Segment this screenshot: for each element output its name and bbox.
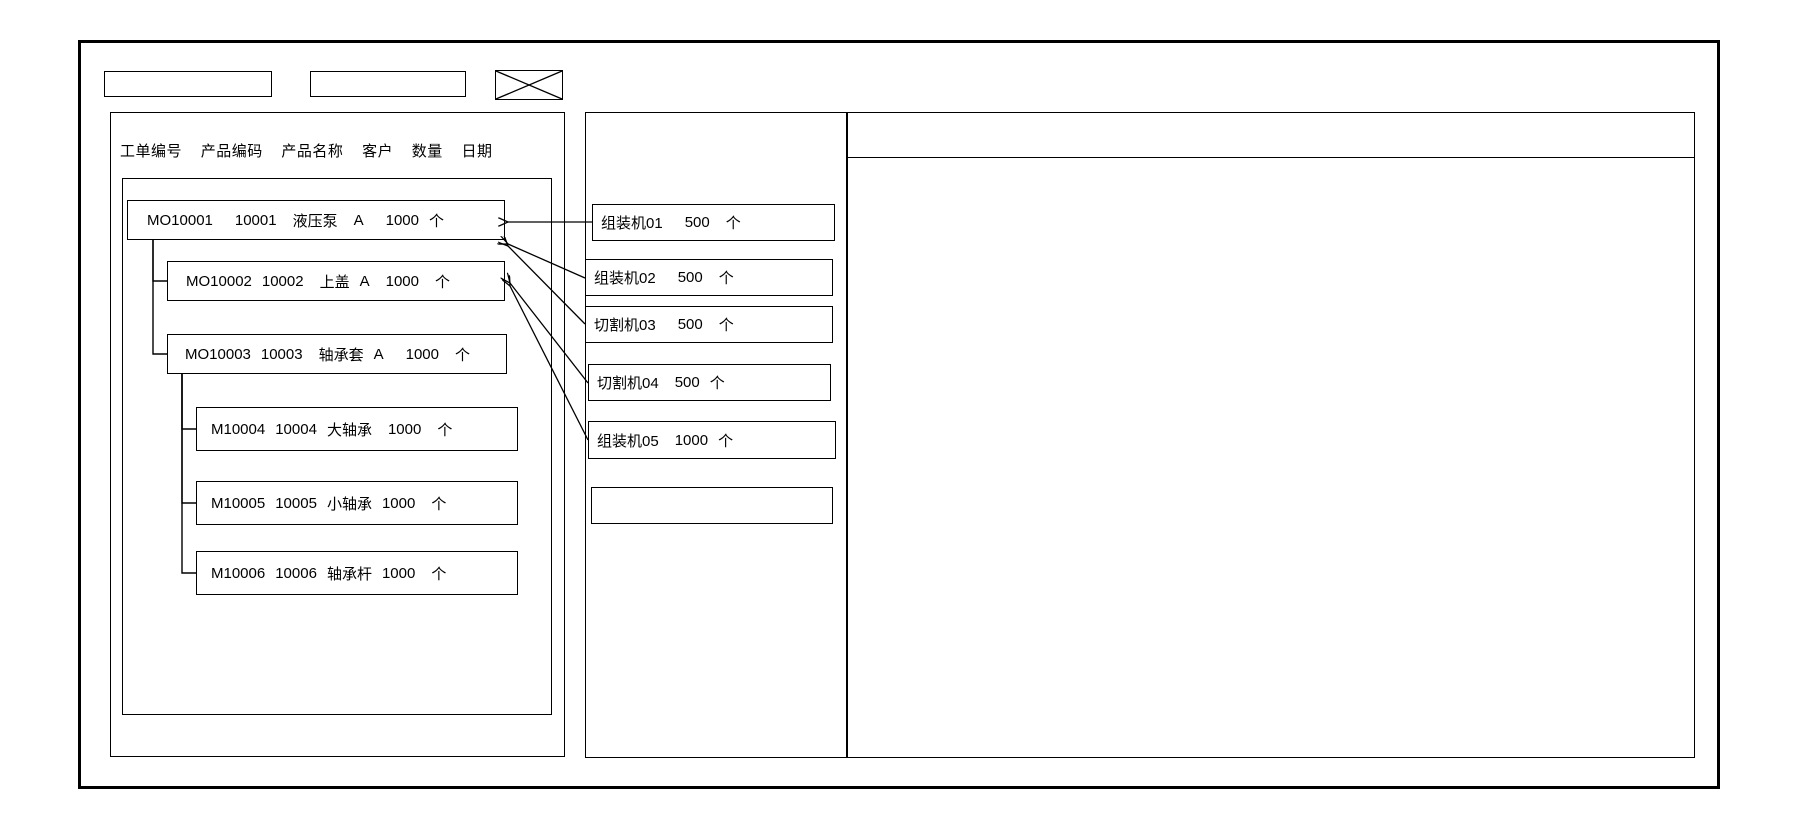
detail-panel-header-divider xyxy=(848,157,1694,158)
node-unit: 个 xyxy=(431,495,447,513)
machine-unit: 个 xyxy=(725,215,741,232)
node-customer: A xyxy=(373,345,384,363)
node-product-name: 小轴承 xyxy=(326,495,372,513)
machine-quantity: 500 xyxy=(677,269,703,286)
machine-card-empty[interactable] xyxy=(591,487,833,524)
tree-node-row[interactable]: M10006 10006 轴承杆 1000 个 xyxy=(196,551,518,595)
machine-quantity: 500 xyxy=(684,214,710,231)
node-product-name: 大轴承 xyxy=(326,421,372,439)
machine-name: 切割机04 xyxy=(597,375,659,392)
node-product-name: 轴承套 xyxy=(318,346,364,364)
column-header-product-code: 产品编码 xyxy=(200,143,263,160)
node-quantity: 1000 xyxy=(405,345,439,363)
machine-quantity: 500 xyxy=(674,374,700,391)
machine-name: 组装机01 xyxy=(601,215,663,232)
column-header-date: 日期 xyxy=(461,143,493,160)
node-order-no: M10006 xyxy=(211,564,266,582)
node-product-code: 10006 xyxy=(275,564,317,582)
machine-card[interactable]: 切割机03 500 个 xyxy=(585,306,833,343)
node-quantity: 1000 xyxy=(381,564,416,582)
node-product-code: 10003 xyxy=(260,345,303,363)
tree-node-row[interactable]: MO10002 10002 上盖 A 1000 个 xyxy=(167,261,505,301)
node-quantity: 1000 xyxy=(387,420,422,438)
node-unit: 个 xyxy=(435,273,451,291)
machine-unit: 个 xyxy=(709,375,725,392)
node-product-name: 轴承杆 xyxy=(326,565,372,583)
node-product-code: 10005 xyxy=(275,494,317,512)
node-unit: 个 xyxy=(429,212,445,230)
machine-card[interactable]: 组装机05 1000 个 xyxy=(588,421,836,459)
node-customer: A xyxy=(353,211,364,229)
column-headers: 工单编号 产品编码 产品名称 客户 数量 日期 xyxy=(120,140,540,161)
node-order-no: MO10001 xyxy=(147,211,213,229)
column-header-product-name: 产品名称 xyxy=(281,143,344,160)
detail-panel xyxy=(847,112,1695,758)
tree-node-row[interactable]: M10005 10005 小轴承 1000 个 xyxy=(196,481,518,525)
node-unit: 个 xyxy=(431,565,447,583)
node-customer: A xyxy=(359,272,370,290)
node-quantity: 1000 xyxy=(381,494,416,512)
tree-node-row[interactable]: MO10001 10001 液压泵 A 1000 个 xyxy=(127,200,505,240)
x-cross-shape xyxy=(496,71,562,99)
machine-name: 组装机02 xyxy=(594,270,656,287)
node-product-name: 上盖 xyxy=(319,273,350,291)
tree-node-row[interactable]: M10004 10004 大轴承 1000 个 xyxy=(196,407,518,451)
machine-unit: 个 xyxy=(718,270,734,287)
node-order-no: M10004 xyxy=(211,420,266,438)
machine-card[interactable]: 组装机01 500 个 xyxy=(592,204,835,241)
node-unit: 个 xyxy=(437,421,453,439)
machine-card[interactable]: 切割机04 500 个 xyxy=(588,364,831,401)
node-product-code: 10002 xyxy=(261,272,304,290)
node-order-no: MO10003 xyxy=(185,345,251,363)
machine-unit: 个 xyxy=(718,317,734,334)
column-header-customer: 客户 xyxy=(362,143,394,160)
column-header-order-no: 工单编号 xyxy=(120,143,183,160)
column-header-quantity: 数量 xyxy=(411,143,443,160)
node-product-name: 液压泵 xyxy=(292,212,338,230)
node-quantity: 1000 xyxy=(385,272,419,290)
machine-unit: 个 xyxy=(718,432,734,450)
toolbar-input-1[interactable] xyxy=(104,71,272,97)
node-order-no: M10005 xyxy=(211,494,266,512)
machine-card[interactable]: 组装机02 500 个 xyxy=(585,259,833,296)
node-unit: 个 xyxy=(455,346,471,364)
toolbar-input-2[interactable] xyxy=(310,71,466,97)
machine-quantity: 1000 xyxy=(674,431,709,449)
node-product-code: 10001 xyxy=(234,211,277,229)
node-product-code: 10004 xyxy=(275,420,317,438)
machine-quantity: 500 xyxy=(677,316,703,333)
node-quantity: 1000 xyxy=(385,211,419,229)
machine-name: 切割机03 xyxy=(594,317,656,334)
tree-node-row[interactable]: MO10003 10003 轴承套 A 1000 个 xyxy=(167,334,507,374)
node-order-no: MO10002 xyxy=(186,272,252,290)
close-x-icon[interactable] xyxy=(495,70,563,100)
machine-name: 组装机05 xyxy=(597,432,659,450)
